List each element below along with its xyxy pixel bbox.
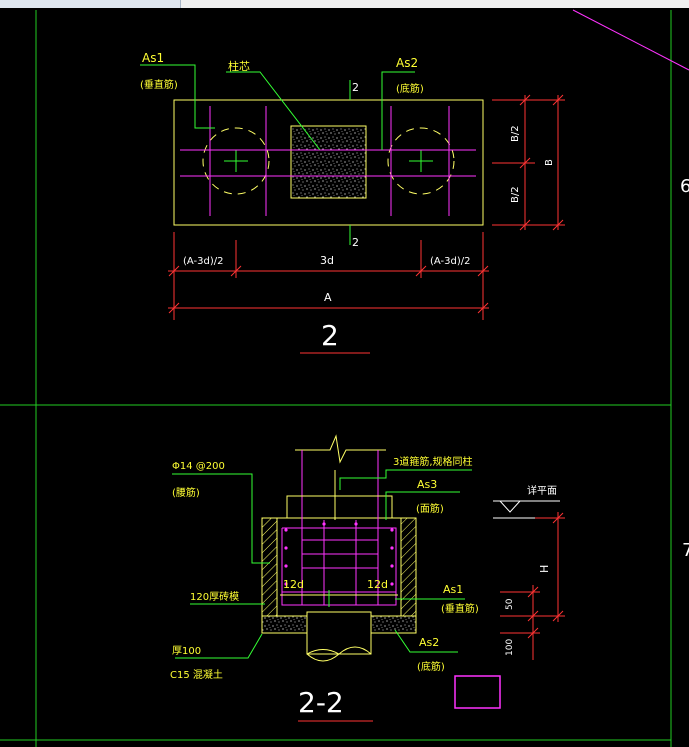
column-core — [290, 125, 367, 199]
section-as3-label: As3 — [417, 478, 437, 491]
selection-box[interactable] — [454, 675, 501, 709]
section-inner-lines — [280, 470, 398, 596]
plan-title: 2 — [321, 319, 339, 352]
section-as2-note: (底筋) — [417, 660, 445, 673]
section-dim-h-label: H — [538, 565, 551, 573]
plan-column-core-label: 柱芯 — [228, 59, 250, 73]
cap-outline — [173, 99, 484, 226]
section-rebar-dots — [284, 522, 394, 586]
section-ground-label: 详平面 — [527, 484, 557, 497]
section-concrete-label: C15 混凝土 — [170, 668, 223, 681]
plan-view[interactable]: As1 (垂直筋) 柱芯 As2 (底筋) 2 2 B/2 B/2 B — [140, 51, 565, 354]
brick-wall-right — [400, 517, 417, 617]
plan-section-mark-bottom: 2 — [352, 236, 359, 249]
pile-left — [202, 127, 270, 195]
plan-dim-half-b-bottom: B/2 — [510, 186, 521, 203]
section-as3-note: (面筋) — [416, 502, 444, 515]
plan-dim-b: B — [544, 159, 555, 166]
window-title-bar — [0, 0, 689, 8]
section-dim-50: 50 — [505, 598, 515, 610]
section-view[interactable]: Φ14 @200 (腰筋) 3道箍筋,规格同柱 As3 (面筋) 详平面 H 1… — [170, 434, 565, 722]
section-pile — [306, 611, 372, 662]
drawing-tab[interactable] — [0, 0, 181, 8]
brick-wall-left — [261, 517, 278, 617]
section-as1-label: As1 — [443, 583, 463, 596]
plan-dim-mid: 3d — [320, 254, 334, 267]
plan-dim-left: (A-3d)/2 — [183, 256, 223, 267]
edge-mark-right-top: 6 — [680, 176, 689, 197]
plan-dim-bottom — [168, 232, 489, 354]
drawing-frame — [0, 10, 672, 747]
pile-centerlines — [224, 150, 433, 172]
plan-leaders — [140, 64, 415, 245]
pile-right — [387, 127, 455, 195]
plan-dim-half-b-top: B/2 — [510, 125, 521, 142]
edge-mark-right-bottom: 7 — [682, 540, 689, 561]
section-as2-label: As2 — [419, 636, 439, 649]
section-as1-note: (垂直筋) — [441, 602, 479, 615]
plan-rebar — [180, 106, 476, 216]
section-rebar — [281, 450, 397, 606]
section-leaders — [172, 469, 472, 659]
section-cap-outline — [276, 517, 402, 617]
ground-level-symbol — [493, 500, 560, 519]
plan-as2-label: As2 — [396, 56, 418, 70]
section-dim-h — [494, 512, 565, 660]
section-tie-label: 3道箍筋,规格同柱 — [393, 455, 473, 468]
section-dim-100: 100 — [505, 639, 515, 656]
plan-as1-note: (垂直筋) — [140, 78, 178, 91]
plan-dim-b — [492, 94, 565, 231]
plan-dim-total: A — [324, 291, 332, 304]
section-pad-label: 厚100 — [172, 645, 201, 657]
diagonal-guide-line — [572, 9, 689, 71]
section-12d-right: 12d — [367, 578, 388, 591]
plan-section-mark-top: 2 — [352, 81, 359, 94]
plan-dim-right: (A-3d)/2 — [430, 256, 470, 267]
plan-as2-note: (底筋) — [396, 82, 424, 95]
section-12d-left: 12d — [283, 578, 304, 591]
section-stirrup-label: Φ14 @200 — [172, 461, 225, 472]
section-title: 2-2 — [298, 686, 344, 719]
section-stirrup-note: (腰筋) — [172, 486, 200, 499]
section-brick-label: 120厚砖模 — [190, 590, 239, 603]
plan-as1-label: As1 — [142, 51, 164, 65]
